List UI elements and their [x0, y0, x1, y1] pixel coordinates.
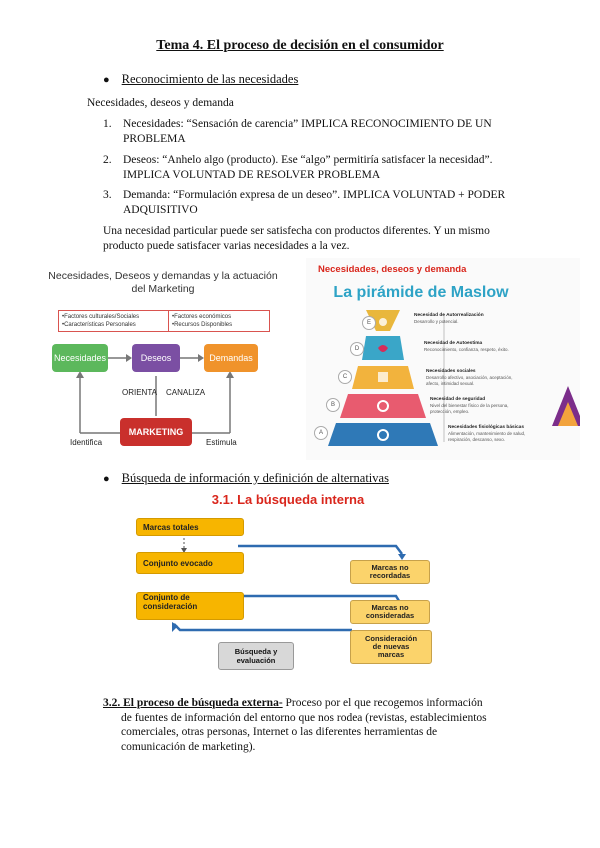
list-text-cont: ADQUISITIVO [123, 203, 198, 216]
box-consideration-set: Conjunto de consideración [136, 592, 244, 620]
level-text: Desarrollo afectivo, asociación, aceptac… [426, 375, 513, 386]
label-identifica: Identifica [70, 438, 103, 447]
needs-box: Necesidades [52, 344, 108, 372]
diagram-title-line: Necesidades, Deseos y demandas y la actu… [48, 270, 278, 282]
level-name: Necesidad de Autoestima [424, 341, 483, 346]
demand-box: Demandas [204, 344, 258, 372]
level-text: Nivel del bienestar físico de la persona… [430, 403, 509, 414]
box-line: Consideración [364, 634, 418, 643]
list-number: 3. [103, 189, 112, 201]
paragraph-line: de fuentes de información del entorno qu… [121, 711, 487, 724]
diagram-title: Necesidades, Deseos y demandas y la actu… [40, 270, 286, 296]
section-heading: 3.2. El proceso de búsqueda externa- [103, 697, 283, 709]
box-line: Búsqueda y [234, 647, 278, 656]
box-evoked-set: Conjunto evocado [136, 552, 244, 574]
level-letter-a: A [314, 426, 328, 440]
section-bullet-search: ● Búsqueda de información y definición de… [103, 469, 389, 487]
maslow-title: La pirámide de Maslow [333, 284, 509, 301]
wants-box: Deseos [132, 344, 180, 372]
page-title: Tema 4. El proceso de decisión en el con… [156, 38, 444, 53]
paragraph-line: Una necesidad particular puede ser satis… [103, 225, 490, 237]
list-text: Necesidades: “Sensación de carencia” IMP… [123, 118, 492, 130]
diagram-arrows [76, 354, 234, 434]
paragraph-line: producto puede satisfacer varias necesid… [103, 239, 350, 252]
bullet-dot-icon: ● [103, 74, 110, 86]
level-name: Necesidad de Autorrealización [414, 313, 484, 318]
box-line: recordadas [369, 571, 411, 580]
note-line: •Características Personales [62, 322, 136, 328]
level-name: Necesidades fisiológicas básicas [448, 425, 524, 430]
level-letter-d: D [350, 342, 364, 356]
level-text: Desarrollo y potencial. [414, 319, 459, 324]
level-text: Alimentación, mantenimiento de salud, re… [448, 431, 526, 442]
bullet-dot-icon: ● [103, 473, 110, 485]
diagram-title: 3.1. La búsqueda interna [211, 492, 365, 507]
note-line: •Factores culturales/Sociales [62, 314, 140, 320]
level-letter-b: B [326, 398, 340, 412]
list-text: Deseos: “Anhelo algo (producto). Ese “al… [123, 154, 493, 166]
list-text: Demanda: “Formulación expresa de un dese… [123, 189, 506, 201]
list-number: 2. [103, 154, 112, 166]
level-letter-e: E [362, 316, 376, 330]
paragraph-line: comerciales, otras personas, Internet o … [121, 726, 438, 738]
note-line: •Factores económicos [172, 314, 232, 320]
maslow-header: Necesidades, deseos y demanda [318, 264, 467, 275]
label-estimula: Estimula [206, 438, 237, 447]
box-line: Conjunto de [143, 593, 190, 602]
section-subtitle: Necesidades, deseos y demanda [87, 97, 234, 109]
label-orienta: ORIENTA [122, 388, 157, 397]
box-line: Marcas no [371, 603, 409, 612]
level-letter-c: C [338, 370, 352, 384]
diagram-title-line: del Marketing [131, 283, 195, 295]
maslow-pyramid [328, 310, 580, 446]
list-item: 3. Demanda: “Formulación expresa de un de… [103, 188, 543, 217]
note-line: •Recursos Disponibles [172, 322, 233, 328]
box-line: de nuevas [372, 642, 410, 651]
box-line: consideración [143, 602, 198, 611]
list-item: 1. Necesidades: “Sensación de carencia” I… [103, 117, 543, 146]
box-line: evaluación [236, 656, 276, 665]
factors-note-economic: •Factores económicos •Recursos Disponibl… [168, 310, 270, 332]
internal-search-diagram: 3.1. La búsqueda interna Marcas totales … [128, 488, 448, 676]
marketing-box: MARKETING [120, 418, 192, 446]
section-bullet-needs: ● Reconocimiento de las necesidades [103, 70, 298, 88]
needs-marketing-diagram: Necesidades, Deseos y demandas y la actu… [40, 268, 286, 460]
paragraph: Una necesidad particular puede ser satis… [103, 224, 543, 253]
box-line: marcas [377, 650, 405, 659]
box-total-brands: Marcas totales [136, 518, 244, 536]
level-text: Reconocimiento, confianza, respeto, éxit… [424, 347, 509, 352]
list-text-cont: IMPLICA VOLUNTAD DE RESOLVER PROBLEMA [123, 168, 381, 181]
bullet-label: Búsqueda de información y definición de … [121, 471, 389, 485]
list-text-cont: PROBLEMA [123, 132, 186, 145]
list-number: 1. [103, 118, 112, 130]
level-name: Necesidades sociales [426, 369, 476, 374]
paragraph-line: Proceso por el que recogemos información [282, 697, 483, 709]
level-name: Necesidad de seguridad [430, 397, 486, 402]
paragraph-line: comunicación de marketing). [121, 740, 256, 753]
list-item: 2. Deseos: “Anhelo algo (producto). Ese “… [103, 153, 543, 182]
maslow-diagram: Necesidades, deseos y demanda La pirámid… [306, 258, 580, 460]
bullet-label: Reconocimiento de las necesidades [121, 72, 299, 86]
box-line: consideradas [365, 611, 415, 620]
external-search-paragraph: 3.2. El proceso de búsqueda externa- Pro… [103, 696, 523, 754]
box-line: Marcas no [371, 563, 409, 572]
label-canaliza: CANALIZA [166, 388, 206, 397]
